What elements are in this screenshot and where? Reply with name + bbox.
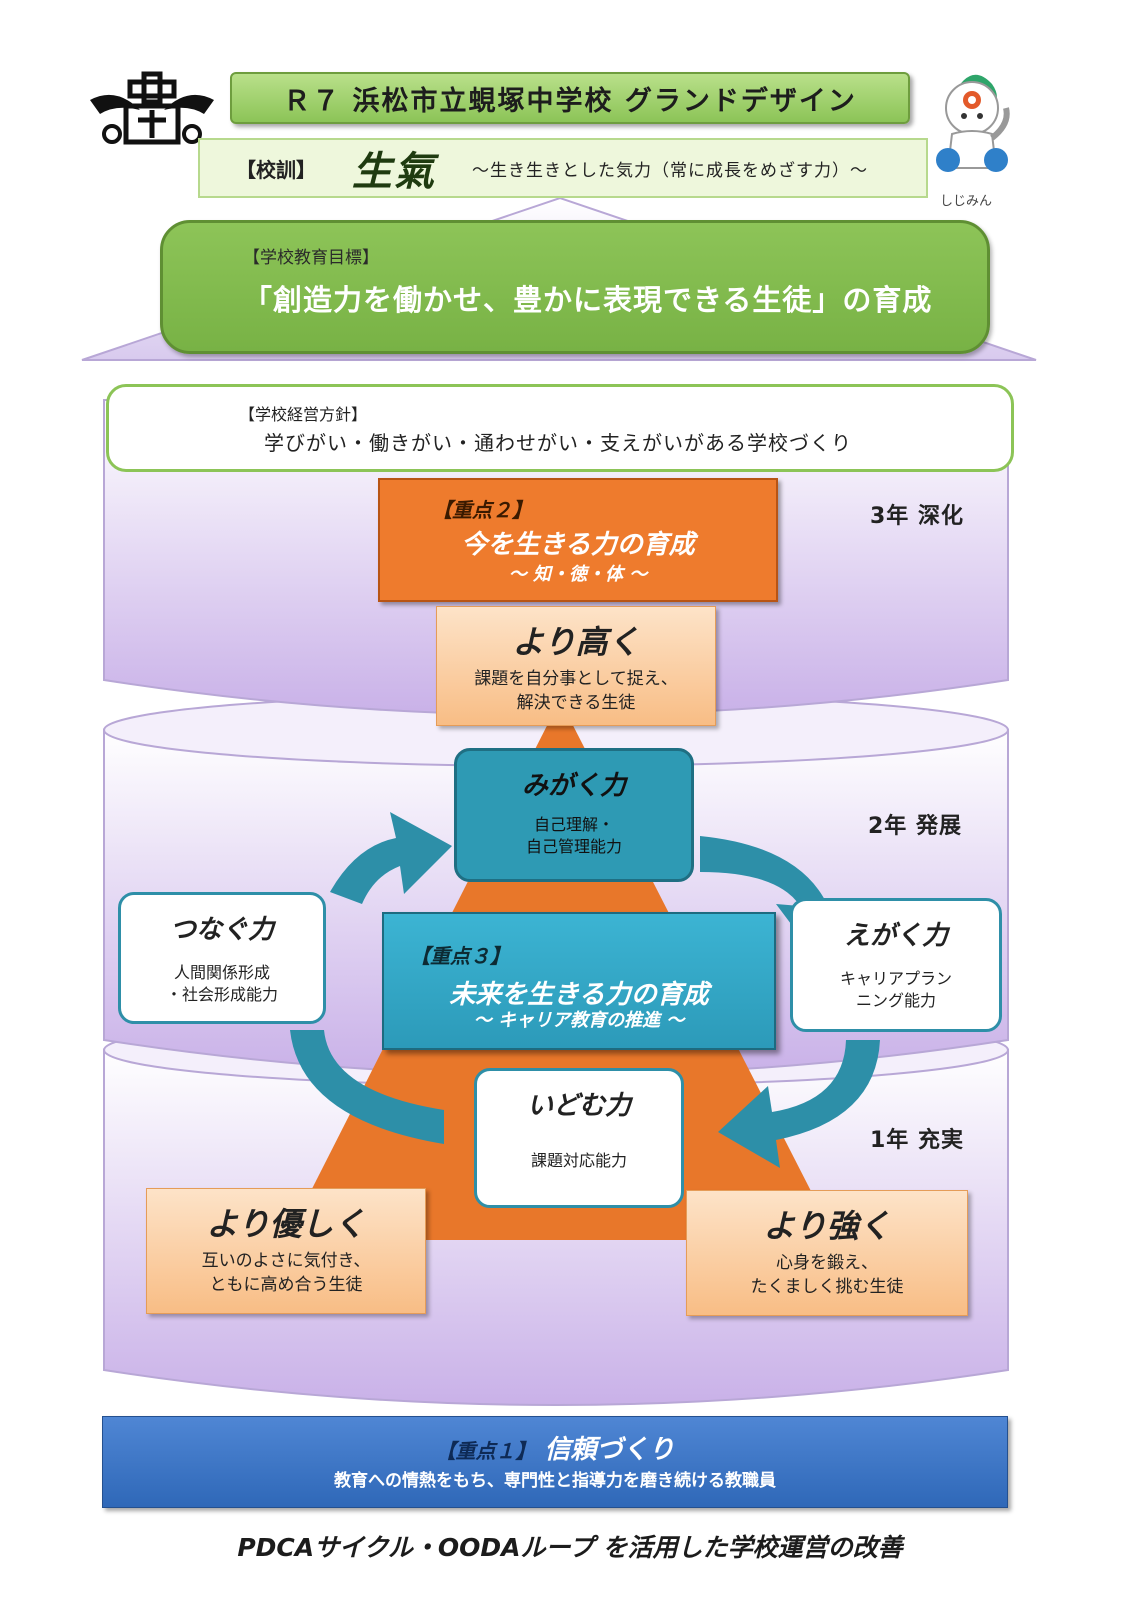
management-policy-text: 学びがい・働きがい・通わせがい・支えがいがある学校づくり [264, 431, 852, 455]
focus-1-label: 【重点１】 [435, 1439, 536, 1463]
tsunagu-line1: 人間関係形成 [173, 963, 270, 982]
kinder-box: より優しく 互いのよさに気付き、 ともに高め合う生徒 [146, 1188, 426, 1314]
school-goal-label: 【学校教育目標】 [243, 248, 379, 268]
focus-3-box: 【重点３】 未来を生きる力の育成 ～ キャリア教育の推進 ～ [382, 912, 776, 1050]
focus-2-label: 【重点２】 [432, 498, 532, 522]
stronger-line1: 心身を鍛え、 [776, 1253, 878, 1273]
migaku-title: みがく力 [521, 771, 626, 801]
egaku-title: えがく力 [843, 921, 948, 951]
idomu-box: いどむ力 課題対応能力 [474, 1068, 684, 1208]
idomu-title: いどむ力 [526, 1091, 631, 1121]
focus-3-label: 【重点３】 [410, 944, 510, 968]
school-motto-bar: 【校訓】 生氣 ～生き生きとした気力（常に成長をめざす力）～ [198, 138, 928, 198]
management-policy-label: 【学校経営方針】 [239, 405, 368, 424]
migaku-line1: 自己理解・ [533, 815, 614, 834]
school-goal-text: 「創造力を働かせ、豊かに表現できる生徒」の育成 [243, 283, 933, 317]
grade-2-label: 2年 発展 [868, 814, 962, 839]
kinder-line1: 互いのよさに気付き、 [201, 1251, 371, 1271]
tsunagu-line2: ・社会形成能力 [165, 985, 278, 1004]
focus-1-sub: 教育への情熱をもち、専門性と指導力を磨き続ける教職員 [334, 1471, 776, 1491]
cycle-arrow-bottom-left [290, 1030, 444, 1144]
stronger-title: より強く [763, 1207, 891, 1245]
school-goal-box: 【学校教育目標】 「創造力を働かせ、豊かに表現できる生徒」の育成 [160, 220, 990, 354]
focus-2-sub: ～ 知・徳・体 ～ [508, 564, 648, 585]
higher-line2: 解決できる生徒 [516, 693, 636, 713]
management-policy-box: 【学校経営方針】 学びがい・働きがい・通わせがい・支えがいがある学校づくり [106, 384, 1014, 472]
focus-3-sub: ～ キャリア教育の推進 ～ [473, 1010, 685, 1031]
motto-kanji: 生氣 [352, 148, 436, 195]
kinder-line2: ともに高め合う生徒 [209, 1275, 363, 1295]
mascot-name: しじみん [940, 194, 993, 209]
page-title: Ｒ７ 浜松市立蜆塚中学校 グランドデザイン [230, 72, 910, 124]
focus-3-title: 未来を生きる力の育成 [449, 980, 709, 1010]
footer-text: PDCAサイクル・OODAループ を活用した学校運営の改善 [237, 1533, 903, 1562]
migaku-line2: 自己管理能力 [525, 837, 622, 856]
school-crest-logo [90, 71, 214, 145]
tsunagu-box: つなぐ力 人間関係形成 ・社会形成能力 [118, 892, 326, 1024]
idomu-line1: 課題対応能力 [530, 1151, 627, 1170]
cycle-arrow-bottom-right [718, 1040, 880, 1168]
mascot-shijimin-icon [936, 74, 1010, 172]
focus-2-box: 【重点２】 今を生きる力の育成 ～ 知・徳・体 ～ [378, 478, 778, 602]
motto-text: ～生き生きとした気力（常に成長をめざす力）～ [472, 160, 868, 181]
egaku-line2: ニング能力 [855, 991, 936, 1010]
egaku-box: えがく力 キャリアプラン ニング能力 [790, 898, 1002, 1032]
cycle-arrow-left-up [330, 812, 452, 904]
focus-1-bar: 【重点１】 信頼づくり 教育への情熱をもち、専門性と指導力を磨き続ける教職員 [102, 1416, 1008, 1508]
higher-line1: 課題を自分事として捉え、 [474, 669, 678, 689]
focus-1-title: 信頼づくり [544, 1435, 675, 1465]
stronger-box: より強く 心身を鍛え、 たくましく挑む生徒 [686, 1190, 968, 1316]
higher-box: より高く 課題を自分事として捉え、 解決できる生徒 [436, 606, 716, 726]
egaku-line1: キャリアプラン [839, 969, 952, 988]
kinder-title: より優しく [206, 1205, 366, 1243]
tsunagu-title: つなぐ力 [169, 915, 274, 945]
stronger-line2: たくましく挑む生徒 [750, 1277, 904, 1297]
motto-label: 【校訓】 [236, 157, 316, 182]
migaku-box: みがく力 自己理解・ 自己管理能力 [454, 748, 694, 882]
grade-1-label: 1年 充実 [870, 1128, 964, 1153]
grade-3-label: 3年 深化 [870, 504, 964, 529]
higher-title: より高く [512, 623, 640, 661]
focus-2-title: 今を生きる力の育成 [461, 530, 695, 560]
